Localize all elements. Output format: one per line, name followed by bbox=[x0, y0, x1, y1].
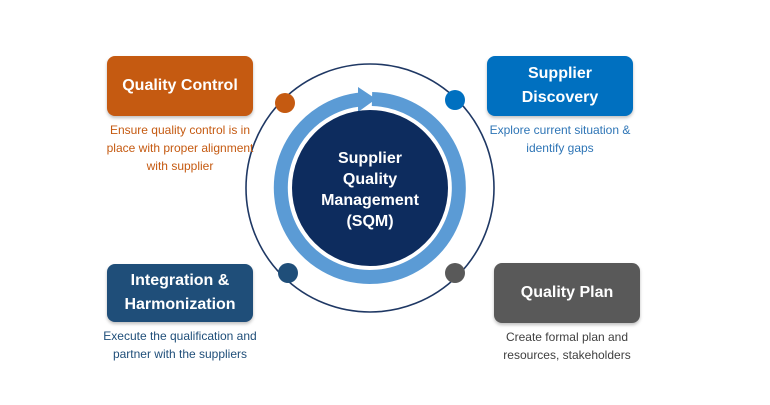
dot-supplier-discovery bbox=[445, 90, 465, 110]
dot-quality-plan bbox=[445, 263, 465, 283]
quality-plan-description: Create formal plan and resources, stakeh… bbox=[503, 330, 631, 362]
supplier-discovery-description: Explore current situation & identify gap… bbox=[489, 123, 631, 155]
supplier-discovery-box: Supplier Discovery bbox=[487, 56, 633, 116]
outer-circle bbox=[245, 63, 495, 313]
quality-plan-box: Quality Plan bbox=[494, 263, 640, 323]
center-label: Supplier Quality Management (SQM) bbox=[321, 150, 419, 230]
integration-box: Integration & Harmonization bbox=[107, 264, 253, 322]
quality-plan-title: Quality Plan bbox=[520, 284, 614, 301]
dot-quality-control bbox=[275, 93, 295, 113]
quality-control-box: Quality Control bbox=[107, 56, 253, 116]
ring-arrowhead-icon bbox=[358, 87, 376, 112]
core-circle bbox=[292, 110, 448, 266]
integration-title: Integration & Harmonization bbox=[124, 272, 236, 313]
supplier-discovery-title: Supplier Discovery bbox=[521, 65, 599, 106]
integration-description: Execute the qualification and partner wi… bbox=[103, 329, 257, 361]
dot-integration bbox=[278, 263, 298, 283]
progress-ring bbox=[273, 92, 466, 284]
quality-control-title: Quality Control bbox=[122, 77, 238, 94]
quality-control-description: Ensure quality control is in place with … bbox=[106, 123, 254, 173]
